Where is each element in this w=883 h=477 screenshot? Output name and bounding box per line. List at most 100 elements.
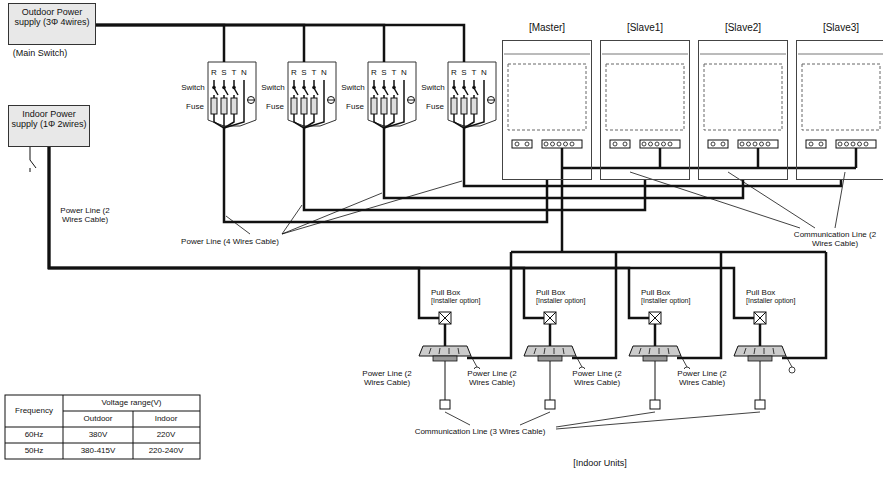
terminal-screw — [851, 142, 855, 146]
phase-wire — [313, 80, 315, 86]
table-cell: 220V — [156, 430, 177, 439]
pull-box-label: Pull Box — [744, 288, 806, 297]
terminal-screw — [544, 142, 548, 146]
fuse-symbol — [451, 98, 457, 114]
fuse-symbol — [231, 98, 237, 114]
supply-label: Outdoor Power supply (3Φ 4wires) — [11, 7, 93, 28]
phase-wire — [293, 80, 295, 86]
pull-box-label: [Installer option] — [429, 297, 491, 305]
cassette-louver — [744, 348, 746, 354]
unit-housing — [502, 40, 592, 180]
switch-blade — [464, 88, 468, 98]
unit-heading: [Master] — [502, 22, 592, 38]
pull-box: Pull Box[Installer option] — [744, 288, 806, 328]
terminal-screw — [515, 142, 519, 146]
ground-symbol — [328, 97, 335, 104]
fuse-symbol — [291, 98, 297, 114]
cassette-indoor-unit — [734, 346, 786, 356]
table-cell: Frequency — [14, 406, 54, 415]
power-line — [49, 147, 429, 318]
label-holder: N — [480, 68, 488, 77]
pull-box-label: Pull Box — [639, 288, 701, 297]
terminal-screw — [623, 142, 627, 146]
label-holder: T — [471, 68, 478, 77]
cassette-grille — [748, 356, 772, 361]
outdoor-unit: [Master] — [502, 22, 592, 180]
switch-blade — [224, 88, 228, 98]
cassette-louver — [534, 348, 536, 354]
phase-wire — [454, 114, 464, 128]
phase-wire — [383, 80, 385, 86]
cassette-louver — [668, 348, 669, 354]
power-line — [96, 25, 743, 198]
callout-label: T — [231, 68, 238, 77]
callout-label: R — [290, 68, 298, 77]
table-cell: 380V — [88, 430, 109, 439]
terminal-screw — [557, 142, 561, 146]
label-holder: T — [311, 68, 318, 77]
phase-wire — [303, 80, 305, 86]
pull-box: Pull Box[Installer option] — [639, 288, 701, 328]
breaker-outline — [368, 62, 416, 126]
label-holder: Fuse — [265, 102, 285, 111]
label-holder: (Main Switch) — [12, 48, 69, 58]
callout-label: Switch — [260, 83, 286, 92]
power-wire — [654, 324, 657, 346]
callout-label: T — [471, 68, 478, 77]
switch-blade — [314, 88, 318, 98]
switch-blade — [384, 88, 388, 98]
comm-terminal — [738, 140, 778, 148]
switch-blade — [374, 88, 378, 98]
terminal-screw — [662, 142, 666, 146]
communication-wire — [561, 148, 564, 168]
label-holder: Fuse — [345, 102, 365, 111]
callout-label: R — [210, 68, 218, 77]
breaker-outline — [448, 62, 496, 126]
label-holder: Power Line (2 Wires Cable) — [358, 369, 416, 387]
pull-box-symbol — [753, 311, 767, 325]
remote-wire — [655, 361, 656, 400]
neutral-wire — [464, 80, 484, 128]
callout-label: Power Line (2 Wires Cable) — [568, 369, 626, 387]
control-box — [606, 64, 684, 130]
fuse-symbol — [391, 98, 397, 114]
terminal-screw — [858, 142, 862, 146]
cassette-louver — [659, 348, 660, 354]
pull-box-square — [439, 312, 451, 324]
label-holder: 50Hz — [24, 446, 45, 455]
table-cell: 380-415V — [80, 446, 117, 455]
cassette-louver — [439, 348, 440, 354]
fuse-symbol — [221, 98, 227, 114]
table-cell: Outdoor — [83, 414, 114, 423]
callout-label: S — [380, 68, 387, 77]
ground-symbol — [408, 97, 415, 104]
cassette-louver — [449, 348, 450, 354]
callout-label: [Indoor Units] — [572, 458, 628, 468]
callout-label: S — [460, 68, 467, 77]
cassette-louver — [773, 348, 774, 354]
voltage-table — [5, 395, 200, 459]
cassette-louver — [639, 348, 641, 354]
terminal-screw — [809, 142, 813, 146]
control-box — [704, 64, 782, 130]
label-holder: Outdoor — [83, 414, 114, 423]
comm-terminal — [836, 140, 876, 148]
label-holder: S — [380, 68, 387, 77]
phase-wire — [473, 80, 475, 86]
unit-housing — [698, 40, 788, 180]
label-holder: Power Line (2 Wires Cable) — [568, 369, 626, 387]
terminal-screw — [747, 142, 751, 146]
label-holder: 220-240V — [148, 446, 185, 455]
phase-wire — [373, 80, 375, 86]
switch-blade — [294, 88, 298, 98]
table-cell: 50Hz — [24, 446, 45, 455]
indoor-switch — [30, 147, 36, 172]
communication-wire — [757, 148, 760, 168]
pull-box-symbol — [648, 311, 662, 325]
fuse-symbol — [471, 98, 477, 114]
cassette-indoor-unit — [524, 346, 576, 356]
unit-panel-line — [602, 54, 688, 55]
fuse-symbol — [371, 98, 377, 114]
terminal-screw — [753, 142, 757, 146]
phase-wire — [383, 114, 385, 128]
